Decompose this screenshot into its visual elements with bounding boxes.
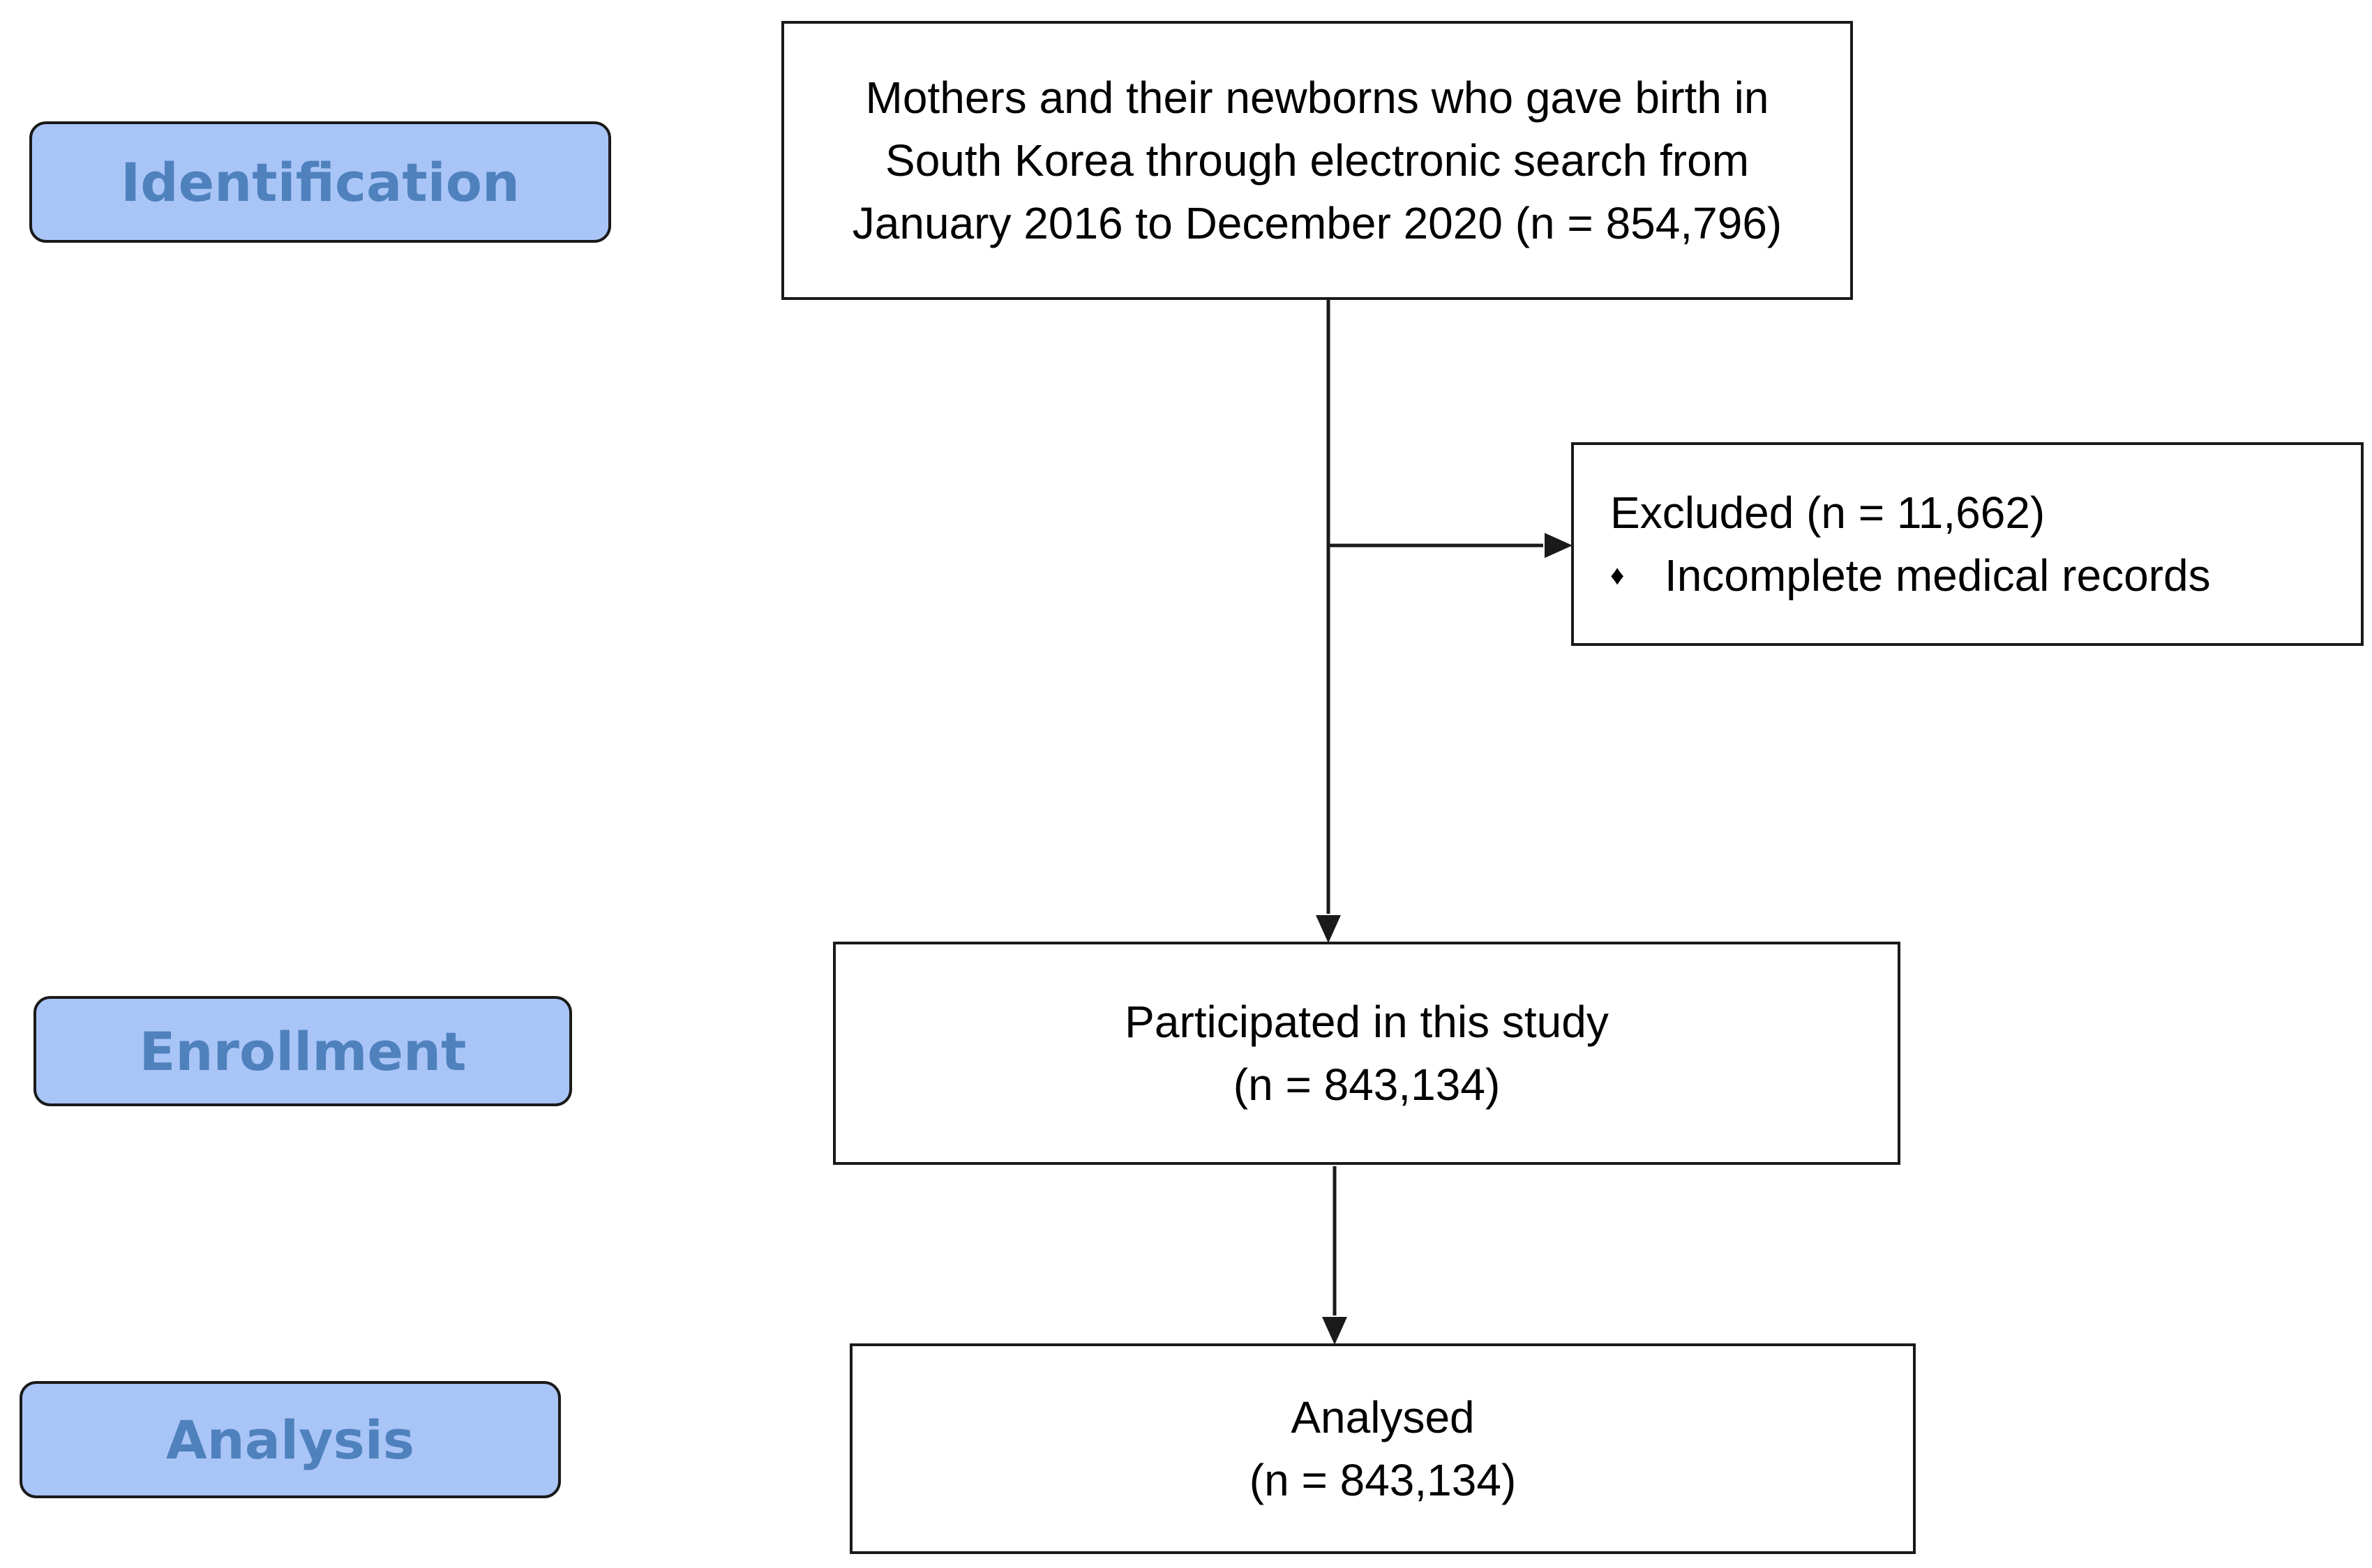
stage-label-analysis-text: Analysis bbox=[165, 1408, 415, 1471]
stage-label-enrollment-text: Enrollment bbox=[139, 1020, 467, 1083]
stage-label-identification-text: Identification bbox=[120, 151, 520, 213]
identification-box: Mothers and their newborns who gave birt… bbox=[781, 21, 1853, 300]
participated-line-2: (n = 843,134) bbox=[1233, 1060, 1501, 1110]
identification-line-3: January 2016 to December 2020 (n = 854,7… bbox=[852, 198, 1782, 248]
identification-line-2: South Korea through electronic search fr… bbox=[885, 135, 1749, 186]
analysed-line-1: Analysed bbox=[1291, 1392, 1475, 1442]
exclusion-box: Excluded (n = 11,662) ♦ Incomplete medic… bbox=[1571, 442, 2364, 646]
participated-line-1: Participated in this study bbox=[1125, 997, 1609, 1047]
identification-line-1: Mothers and their newborns who gave birt… bbox=[865, 73, 1769, 123]
analysed-box: Analysed (n = 843,134) bbox=[850, 1343, 1916, 1554]
stage-label-analysis: Analysis bbox=[20, 1381, 561, 1498]
exclusion-reason-text: Incomplete medical records bbox=[1665, 550, 2211, 601]
participated-box: Participated in this study (n = 843,134) bbox=[833, 942, 1900, 1165]
arrowhead-excluded bbox=[1545, 533, 1572, 558]
exclusion-title: Excluded (n = 11,662) bbox=[1610, 488, 2046, 538]
analysed-line-2: (n = 843,134) bbox=[1249, 1455, 1517, 1505]
diamond-bullet-icon: ♦ bbox=[1610, 560, 1625, 591]
stage-label-enrollment: Enrollment bbox=[33, 996, 572, 1106]
arrowhead-analysed bbox=[1322, 1317, 1347, 1345]
exclusion-reason-item: ♦ Incomplete medical records bbox=[1610, 544, 2211, 607]
arrowhead-participated bbox=[1316, 915, 1341, 943]
stage-label-identification: Identification bbox=[29, 121, 611, 243]
